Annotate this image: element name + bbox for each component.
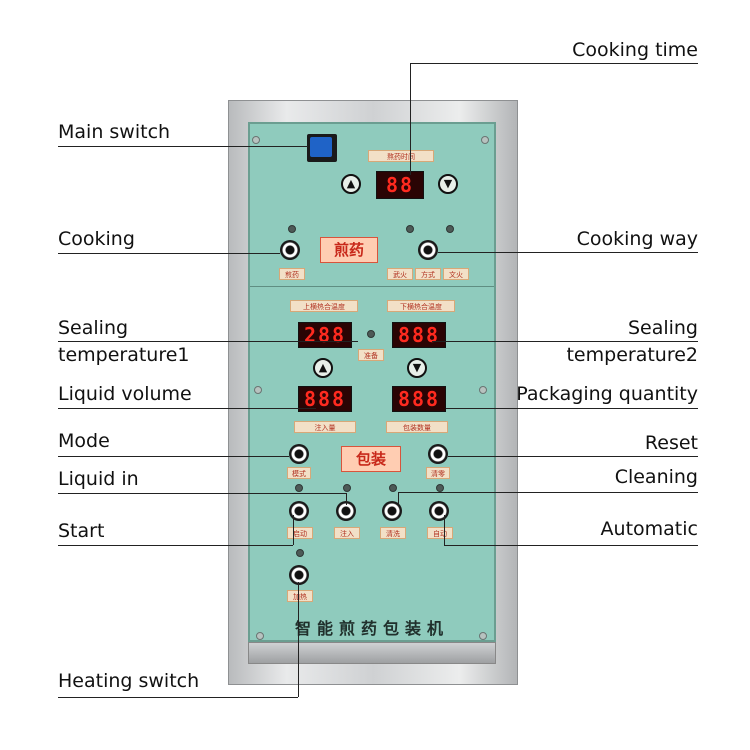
start-callout: Start bbox=[58, 520, 105, 542]
automatic-led bbox=[436, 484, 444, 492]
liquid-in-button[interactable] bbox=[336, 501, 356, 521]
sealing-temperature1-callout-line1: Sealing bbox=[58, 317, 129, 339]
cooking-way-tag-3: 文火 bbox=[443, 268, 469, 280]
packaging-quantity-display: 888 bbox=[392, 386, 446, 412]
panel-divider bbox=[250, 286, 494, 287]
up-arrow-icon[interactable]: ▲ bbox=[341, 174, 361, 194]
cooking-way-callout: Cooking way bbox=[576, 228, 698, 250]
rocker-switch-icon bbox=[310, 137, 332, 157]
liquid-in-led bbox=[343, 484, 351, 492]
packaging-quantity-tag: 包装数量 bbox=[386, 421, 448, 433]
screw-icon bbox=[252, 136, 260, 144]
panel-bottom-strip bbox=[248, 642, 496, 664]
down-arrow-icon[interactable]: ▼ bbox=[438, 174, 458, 194]
heating-led bbox=[296, 549, 304, 557]
heating-switch-leader bbox=[58, 697, 298, 698]
start-leader bbox=[58, 545, 293, 546]
cooking-button[interactable] bbox=[280, 240, 300, 260]
cooking-way-button[interactable] bbox=[418, 240, 438, 260]
cooking-way-leader bbox=[438, 252, 698, 253]
reset-tag: 清零 bbox=[426, 467, 450, 479]
cooking-callout: Cooking bbox=[58, 228, 135, 250]
screw-icon bbox=[479, 386, 487, 394]
packaging-quantity-callout: Packaging quantity bbox=[516, 383, 698, 405]
packaging-label: 包装 bbox=[341, 446, 401, 472]
sealing-temperature2-display: 888 bbox=[392, 322, 446, 348]
liquid-volume-tag: 注入量 bbox=[294, 421, 356, 433]
start-tag: 启动 bbox=[287, 527, 313, 539]
cooking-way-tag-2: 方式 bbox=[415, 268, 441, 280]
cleaning-tag: 清洗 bbox=[380, 527, 406, 539]
control-panel bbox=[248, 122, 496, 642]
sealing-temperature1-callout-line2: temperature1 bbox=[58, 344, 190, 366]
cleaning-leader bbox=[398, 492, 399, 504]
heating-switch-callout: Heating switch bbox=[58, 670, 200, 692]
screw-icon bbox=[481, 136, 489, 144]
liquid-in-callout: Liquid in bbox=[58, 468, 139, 490]
liquid-in-tag: 注入 bbox=[334, 527, 360, 539]
liquid-in-leader bbox=[58, 493, 346, 494]
sealing-temperature2-leader bbox=[432, 341, 698, 342]
sealing-temperature2-callout-line1: Sealing bbox=[627, 317, 698, 339]
automatic-leader bbox=[444, 545, 698, 546]
cooking-leader bbox=[58, 253, 280, 254]
liquid-volume-callout: Liquid volume bbox=[58, 383, 192, 405]
machine-name: 智能煎药包装机 bbox=[294, 619, 449, 638]
heating-switch-leader bbox=[298, 582, 299, 697]
standby-led bbox=[367, 330, 375, 338]
cooking-time-leader bbox=[410, 63, 411, 175]
mode-callout: Mode bbox=[58, 430, 110, 452]
liquid-volume-display: 888 bbox=[298, 386, 352, 412]
cooking-way-tag-1: 武火 bbox=[387, 268, 413, 280]
lower-temp-tag: 下横热合温度 bbox=[387, 300, 455, 312]
sealing-temperature1-leader bbox=[58, 341, 358, 342]
sealing-temperature2-callout-line2: temperature2 bbox=[566, 344, 698, 366]
automatic-callout: Automatic bbox=[600, 518, 698, 540]
screw-icon bbox=[256, 632, 264, 640]
reset-callout: Reset bbox=[644, 432, 698, 454]
screw-icon bbox=[254, 386, 262, 394]
strong-fire-led bbox=[406, 225, 414, 233]
cooking-time-tag: 熬药时间 bbox=[368, 150, 434, 162]
main-switch-leader bbox=[58, 146, 308, 147]
mode-tag: 模式 bbox=[287, 467, 311, 479]
cooking-label: 煎药 bbox=[320, 237, 378, 263]
cleaning-callout: Cleaning bbox=[614, 466, 698, 488]
main-switch-callout: Main switch bbox=[58, 121, 171, 143]
screw-icon bbox=[479, 632, 487, 640]
packaging-quantity-leader bbox=[446, 408, 698, 409]
liquid-in-leader bbox=[346, 493, 347, 505]
cooking-tag: 煎药 bbox=[279, 268, 305, 280]
mode-leader bbox=[58, 456, 289, 457]
liquid-volume-leader bbox=[58, 408, 316, 409]
upper-temp-tag: 上横热合温度 bbox=[290, 300, 358, 312]
up-arrow-icon[interactable]: ▲ bbox=[313, 358, 333, 378]
cooking-time-leader bbox=[410, 63, 698, 64]
cooking-time-display: 88 bbox=[376, 171, 424, 199]
standby-tag: 准备 bbox=[358, 349, 384, 361]
gentle-fire-led bbox=[446, 225, 454, 233]
automatic-leader bbox=[444, 515, 445, 545]
reset-button[interactable] bbox=[428, 444, 448, 464]
start-button[interactable] bbox=[289, 501, 309, 521]
start-led bbox=[295, 484, 303, 492]
automatic-tag: 自动 bbox=[427, 527, 453, 539]
main-switch[interactable] bbox=[307, 134, 337, 162]
cleaning-button[interactable] bbox=[382, 501, 402, 521]
mode-button[interactable] bbox=[289, 444, 309, 464]
heating-switch-button[interactable] bbox=[289, 565, 309, 585]
sealing-temperature1-display: 288 bbox=[298, 322, 352, 348]
start-leader bbox=[293, 515, 294, 545]
automatic-button[interactable] bbox=[429, 501, 449, 521]
reset-leader bbox=[448, 456, 698, 457]
cleaning-led bbox=[389, 484, 397, 492]
heating-tag: 加热 bbox=[287, 590, 313, 602]
cleaning-leader bbox=[398, 492, 698, 493]
cooking-indicator-led bbox=[288, 225, 296, 233]
cooking-time-callout: Cooking time bbox=[572, 39, 698, 61]
down-arrow-icon[interactable]: ▼ bbox=[407, 358, 427, 378]
